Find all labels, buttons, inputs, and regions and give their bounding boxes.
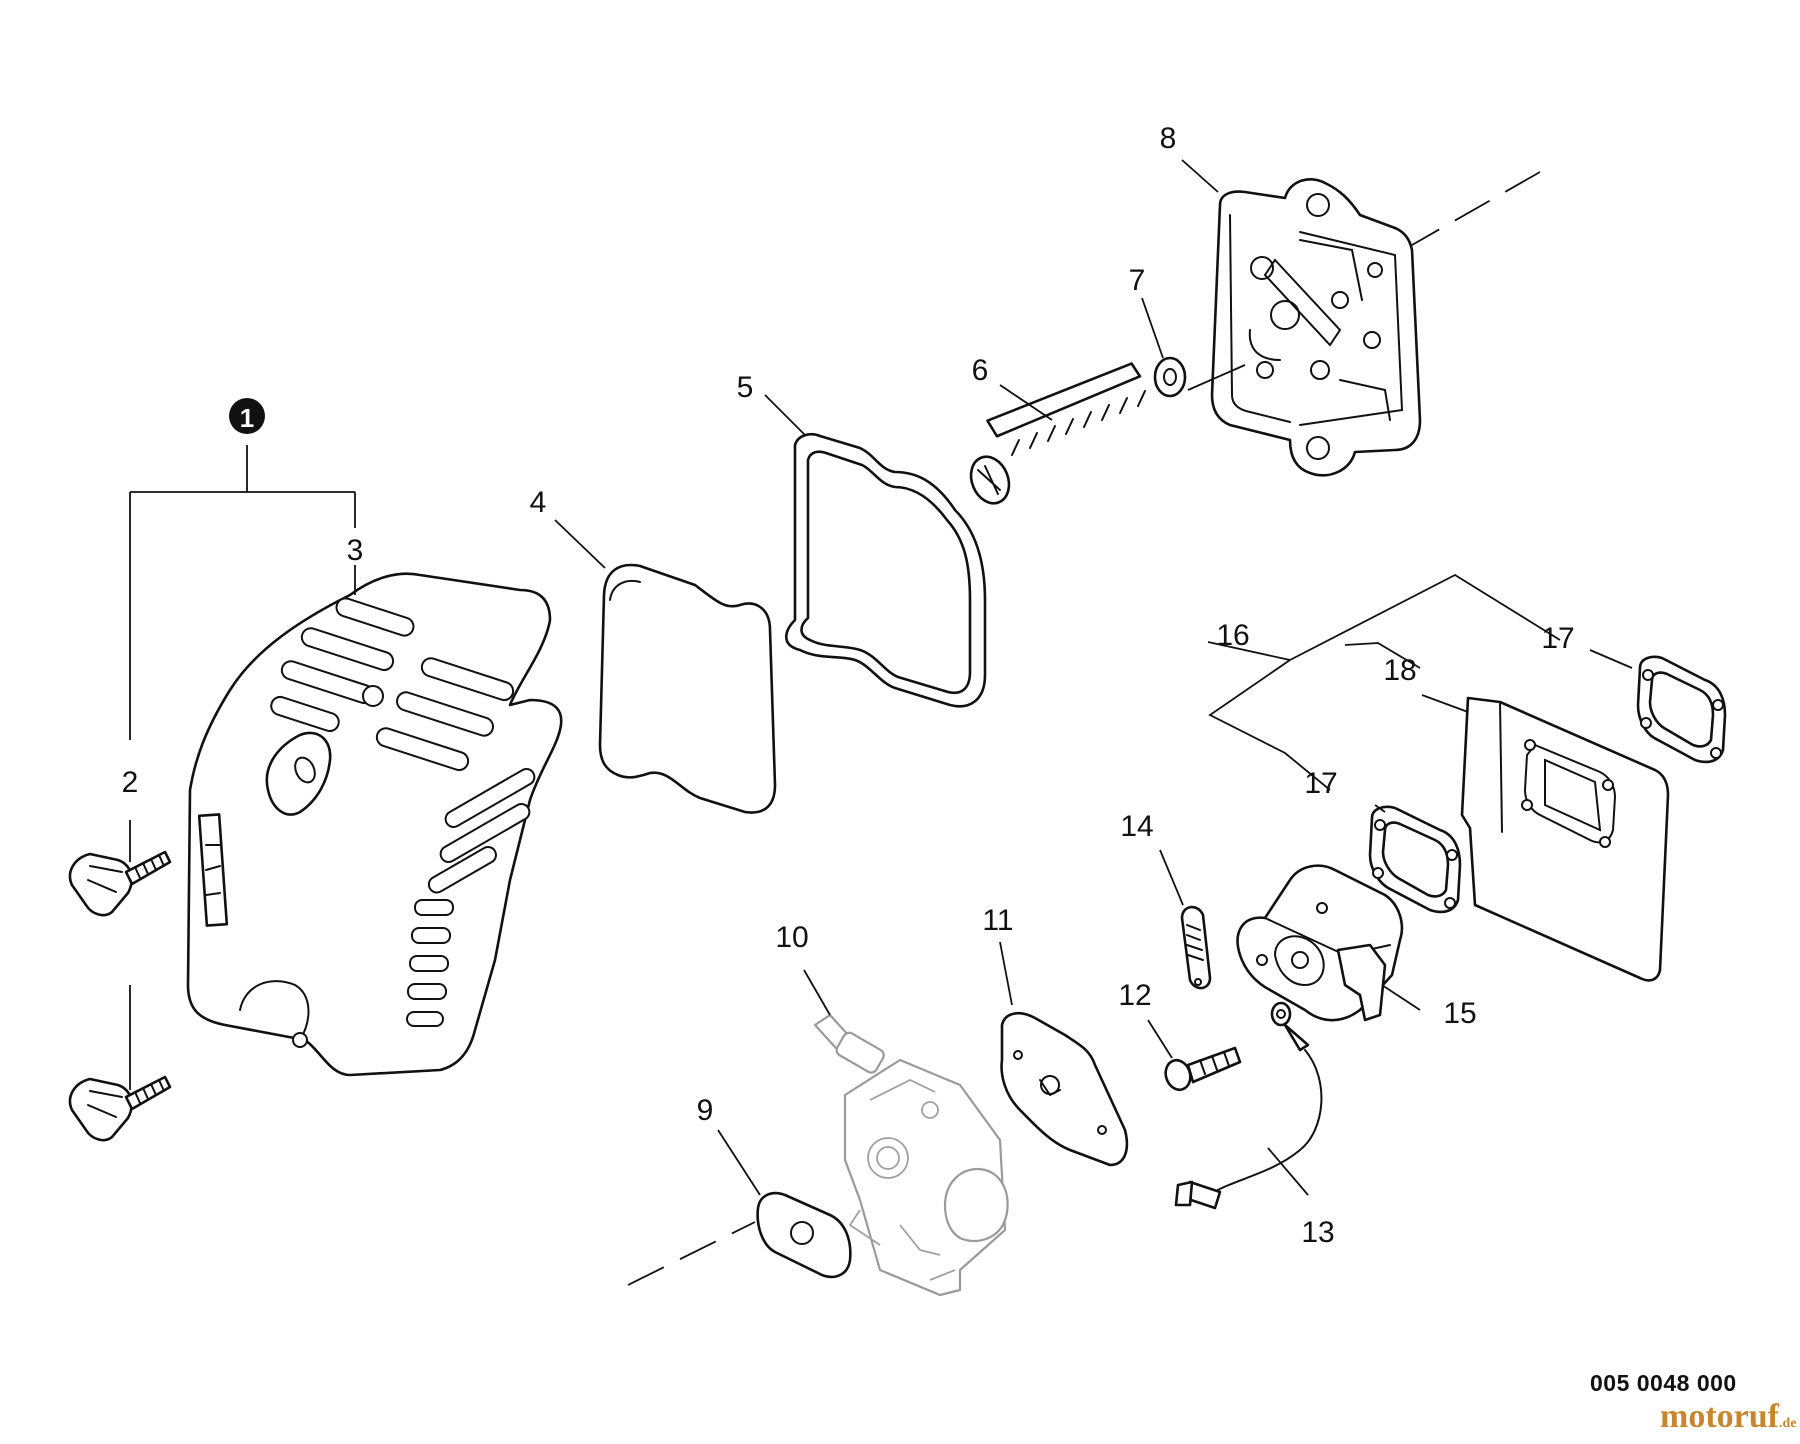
callout-8: 8 [1160, 122, 1177, 155]
callout-1-circle [229, 398, 265, 434]
callout-13: 13 [1301, 1216, 1334, 1249]
watermark-logo: motoruf.de [1660, 1398, 1796, 1436]
continuation-lines [627, 171, 1541, 1286]
air-cleaner-case [1210, 178, 1422, 477]
callout-12: 12 [1118, 979, 1151, 1012]
washer [1153, 356, 1187, 398]
diagram-reference-code: 005 0048 000 [1590, 1370, 1737, 1396]
callout-17-upper: 17 [1541, 622, 1574, 655]
ground-wire [1174, 1001, 1323, 1210]
callout-18: 18 [1383, 654, 1416, 687]
air-cleaner-cover [186, 572, 563, 1077]
cover-gasket [784, 433, 987, 708]
callout-17-lower: 17 [1304, 767, 1337, 800]
callout-5: 5 [737, 371, 754, 404]
callout-10: 10 [775, 921, 808, 954]
heat-plate-18 [1460, 696, 1670, 982]
callout-3: 3 [347, 534, 364, 567]
callout-11: 11 [982, 904, 1013, 937]
gasket-11 [1000, 1011, 1129, 1167]
gasket-17-upper [1636, 655, 1727, 764]
callout-16: 16 [1216, 619, 1249, 652]
callout-14: 14 [1120, 810, 1153, 843]
knob-screw-upper [68, 850, 172, 917]
callout-9: 9 [697, 1094, 714, 1127]
callout-15: 15 [1443, 997, 1476, 1030]
callout-1: 1 [240, 403, 254, 433]
callout-7: 7 [1129, 264, 1146, 297]
reed-plate-14 [1180, 905, 1212, 990]
callout-2: 2 [122, 766, 139, 799]
carburetor [813, 1013, 1009, 1297]
callout-4: 4 [530, 486, 547, 519]
gasket-17-lower [1368, 805, 1462, 914]
watermark-suffix: .de [1778, 1416, 1797, 1431]
callout-labels: 1 2 3 4 5 6 7 8 9 10 11 12 13 14 15 16 1… [122, 122, 1575, 1249]
callout-6: 6 [972, 354, 989, 387]
insulator-15 [1236, 864, 1404, 1022]
screw-12 [1164, 1046, 1242, 1092]
gasket-9 [756, 1191, 852, 1279]
knob-screw-lower [68, 1075, 172, 1142]
bolt [969, 362, 1146, 505]
leader-lines [129, 159, 1633, 1196]
air-filter [598, 563, 777, 814]
watermark-text: motoruf [1660, 1398, 1779, 1435]
